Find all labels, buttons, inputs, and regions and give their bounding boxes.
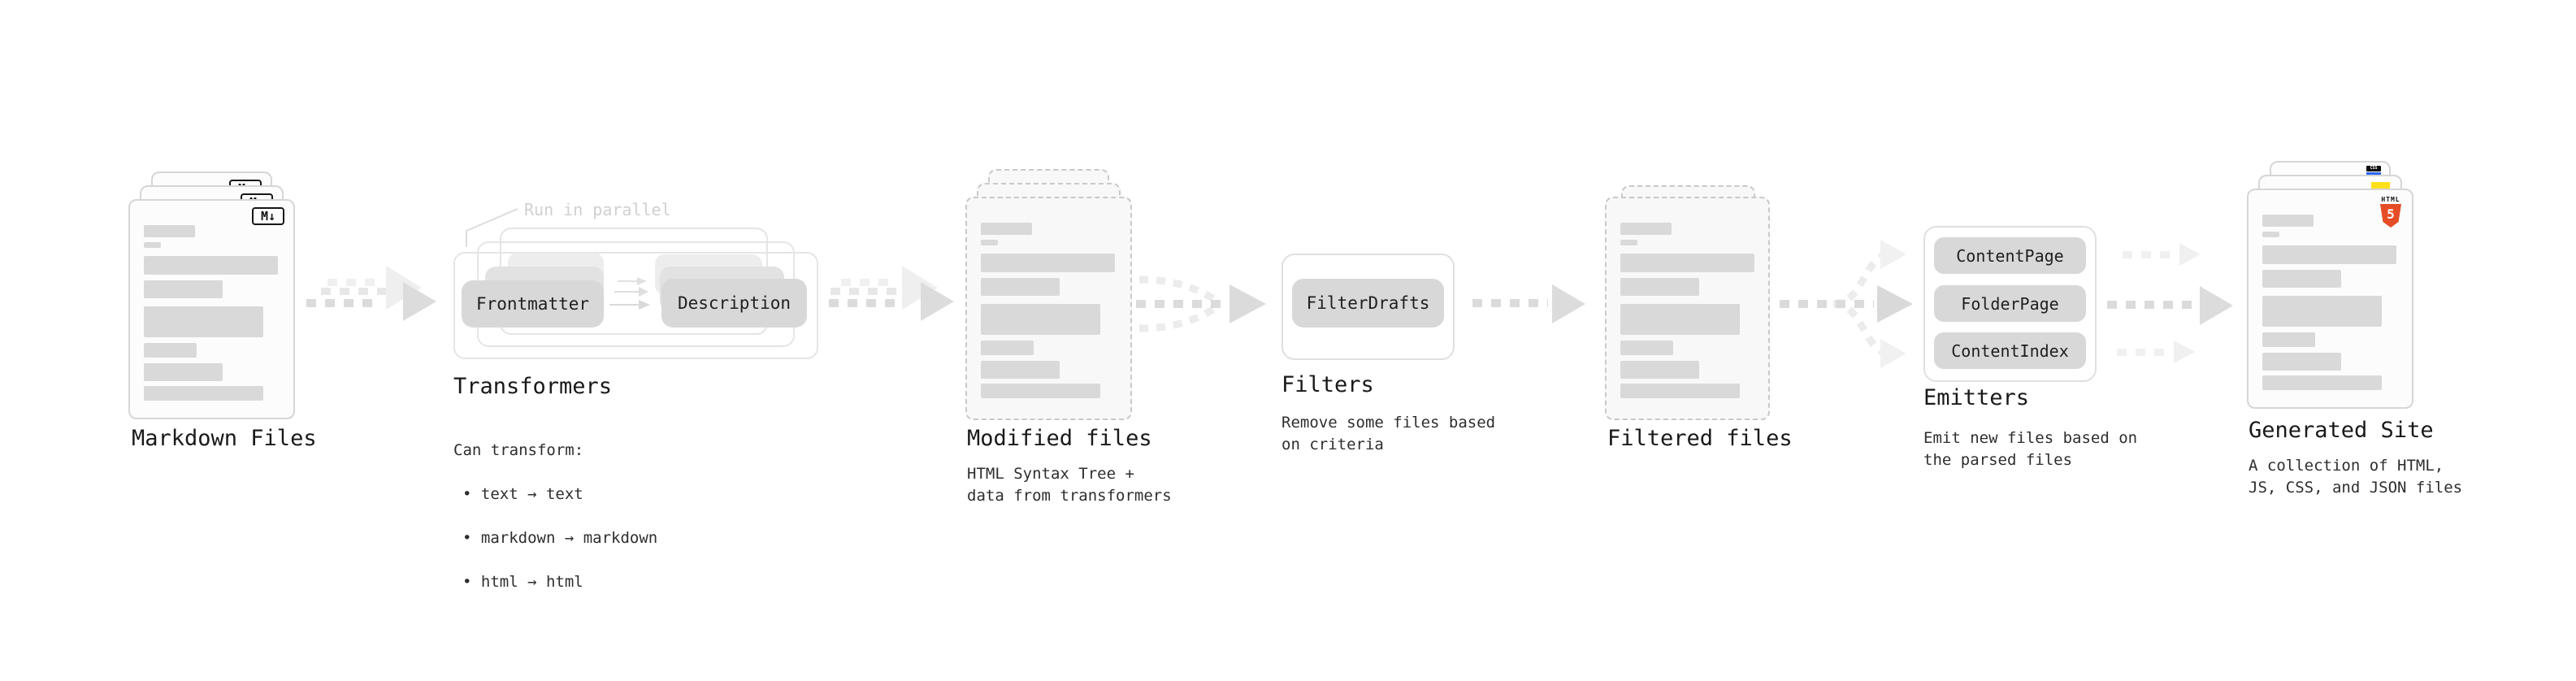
transformers-note: Can transform: • text → text • markdown … bbox=[453, 418, 657, 615]
emitters-note: Emit new files based on the parsed files bbox=[1923, 429, 2138, 469]
arrow-modified-to-filters bbox=[1136, 275, 1266, 332]
html5-icon: HTML 5 bbox=[2379, 196, 2403, 228]
modified-files-label: Modified files bbox=[967, 426, 1152, 451]
markdown-file-front: M↓ bbox=[128, 199, 295, 419]
generated-file-html: HTML 5 bbox=[2247, 189, 2413, 409]
document-content-placeholder bbox=[130, 201, 293, 418]
css-icon-text: CSS bbox=[2366, 166, 2381, 171]
markdown-files-label: Markdown Files bbox=[132, 426, 317, 451]
filters-label: Filters bbox=[1281, 372, 1374, 397]
description-pill: Description bbox=[661, 279, 807, 327]
note-bullet: • text → text bbox=[462, 485, 583, 503]
css-icon: CSS bbox=[2366, 166, 2381, 175]
annotation-connector-line bbox=[466, 208, 518, 247]
note-bullet: • html → html bbox=[462, 573, 583, 591]
filterdrafts-pill: FilterDrafts bbox=[1292, 279, 1444, 327]
frontmatter-pill: Frontmatter bbox=[462, 280, 604, 327]
transformers-label: Transformers bbox=[453, 374, 613, 399]
generated-site-label: Generated Site bbox=[2249, 418, 2434, 443]
note-title: Can transform: bbox=[453, 441, 584, 459]
note-bullet: • markdown → markdown bbox=[462, 529, 658, 547]
emitters-label: Emitters bbox=[1923, 385, 2030, 410]
folderpage-pill: FolderPage bbox=[1934, 285, 2086, 322]
contentpage-pill: ContentPage bbox=[1934, 237, 2086, 274]
arrow-filters-to-filtered bbox=[1472, 284, 1594, 325]
filtered-files-label: Filtered files bbox=[1607, 426, 1793, 451]
contentindex-pill: ContentIndex bbox=[1934, 332, 2086, 369]
parallel-flow-arrows bbox=[609, 277, 650, 310]
document-content-placeholder bbox=[2249, 190, 2412, 407]
document-content-placeholder bbox=[1607, 198, 1768, 419]
arrow-emitters-to-generated bbox=[2105, 240, 2243, 370]
filters-note: Remove some files based on criteria bbox=[1281, 414, 1496, 453]
document-content-placeholder bbox=[967, 198, 1130, 419]
arrow-transformers-to-modified bbox=[827, 266, 965, 323]
html5-icon-text: HTML bbox=[2381, 196, 2400, 203]
css-icon-underline bbox=[2366, 172, 2381, 175]
generated-site-note: A collection of HTML, JS, CSS, and JSON … bbox=[2249, 457, 2463, 497]
arrow-markdown-to-transformers bbox=[306, 266, 445, 323]
transformer-instance-frame-front bbox=[453, 252, 818, 359]
modified-file-front bbox=[965, 197, 1132, 420]
filtered-file-front bbox=[1605, 197, 1770, 420]
markdown-icon: M↓ bbox=[252, 207, 284, 225]
run-in-parallel-annotation: Run in parallel bbox=[524, 200, 671, 219]
arrow-filtered-to-emitters bbox=[1780, 240, 1913, 368]
modified-files-note: HTML Syntax Tree + data from transformer… bbox=[967, 465, 1172, 505]
